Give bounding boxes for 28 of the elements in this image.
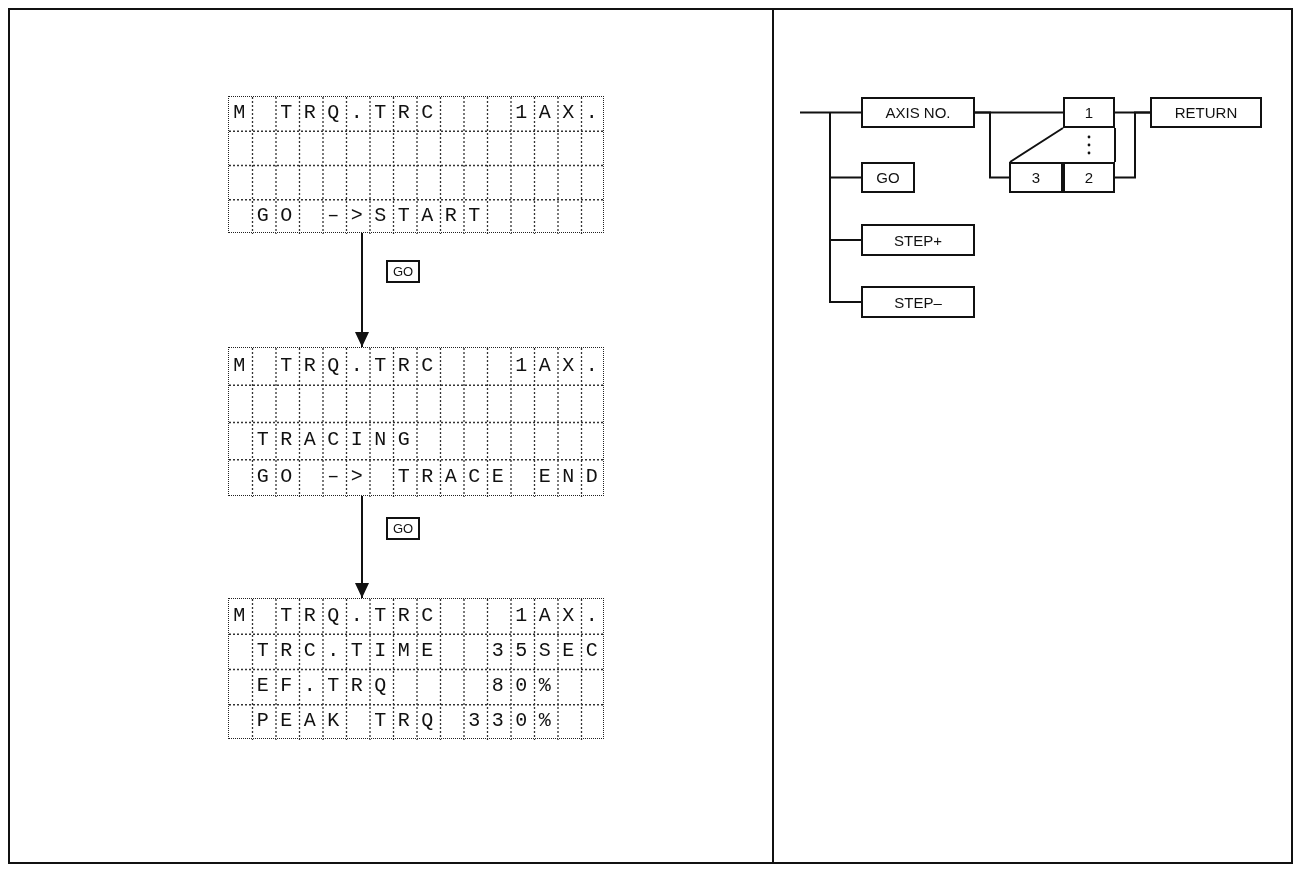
lcd-screen [228, 96, 604, 233]
key-box: STEP+ [861, 224, 975, 256]
display-text: GO –> TRACE END [255, 464, 610, 491]
connector-line [829, 111, 862, 303]
lcd-screen [228, 347, 604, 496]
display-text: GO –>START [255, 202, 492, 229]
connector-line [799, 111, 862, 114]
lcd-screen [228, 598, 604, 739]
connector-line [1114, 111, 1151, 179]
edge-label: GO [386, 517, 421, 540]
connector-line [974, 111, 1010, 179]
arrow [355, 495, 369, 599]
key-box: 2 [1063, 162, 1115, 193]
display-text: PEAK TRQ 330% [255, 708, 563, 735]
edge-label: GO [386, 260, 421, 283]
key-box: RETURN [1150, 97, 1262, 128]
display-text: EF.TRQ 80% [255, 673, 563, 700]
display-text: M TRQ.TRC 1AX. [232, 352, 610, 379]
display-text: M TRQ.TRC 1AX. [232, 602, 610, 629]
key-box: 1 [1063, 97, 1115, 128]
display-text: TRACING [255, 427, 422, 454]
display-text: TRC.TIME 35SEC [255, 637, 610, 664]
key-box: STEP– [861, 286, 975, 318]
key-box: GO [861, 162, 915, 193]
key-box: 3 [1009, 162, 1063, 193]
arrow [355, 232, 369, 348]
key-box: AXIS NO. [861, 97, 975, 128]
display-text: M TRQ.TRC 1AX. [232, 100, 610, 127]
